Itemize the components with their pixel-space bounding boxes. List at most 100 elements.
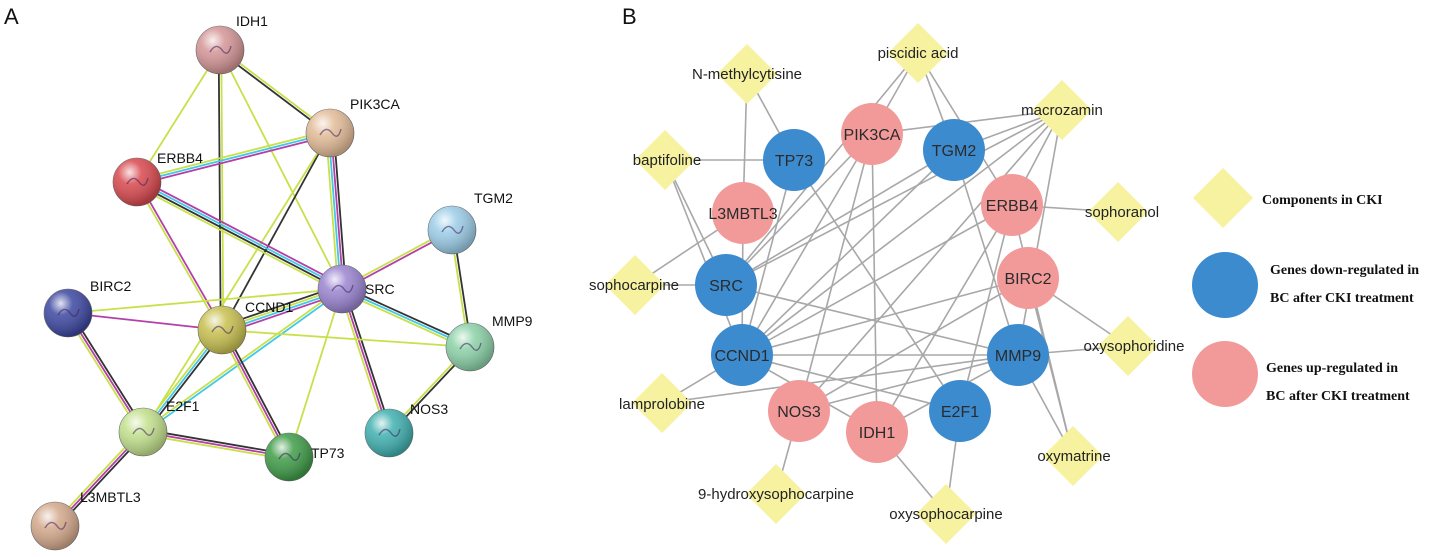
b-gene-down-src: SRC: [695, 254, 757, 316]
a-node-label-tp73: TP73: [311, 445, 345, 461]
b-gene-down-tp73: TP73: [763, 129, 825, 191]
legend-label-gene-up-2: BC after CKI treatment: [1266, 389, 1410, 404]
a-node-highlight-idh1: [196, 26, 244, 74]
b-gene-up-label-erbb4: ERBB4: [986, 198, 1039, 215]
a-node-highlight-erbb4: [113, 158, 161, 206]
b-gene-down-circle-ccnd1: [711, 324, 773, 386]
b-component-label-macrozamin: macrozamin: [1021, 102, 1103, 119]
a-edge-pik3ca-e2f1-yellow: [142, 132, 331, 433]
b-gene-up-circle-l3mbtl3: [712, 182, 774, 244]
a-node-e2f1: E2F1: [118, 398, 200, 457]
a-node-tp73: TP73: [264, 432, 345, 482]
b-gene-up-circle-idh1: [846, 401, 908, 463]
b-component-label-lamprolobine: lamprolobine: [619, 396, 705, 413]
b-edge-pik3ca-idh1: [871, 133, 878, 433]
b-edge-birc2-ccnd1: [741, 277, 1029, 356]
b-edge-pik3ca-nos3: [798, 133, 873, 412]
a-node-highlight-l3mbtl3: [31, 502, 79, 550]
a-node-highlight-birc2: [44, 289, 92, 337]
b-component-label-baptifoline: baptifoline: [633, 152, 701, 169]
a-node-structure-tp73: [278, 452, 301, 461]
b-component-diamond-baptifoline: [635, 130, 695, 190]
b-edge-lamprolobine-mmp9: [661, 354, 1019, 404]
b-component-label-piscidic-acid: piscidic acid: [878, 45, 959, 62]
a-edge-erbb4-src-yellow: [134, 184, 341, 294]
b-gene-up-label-nos3: NOS3: [777, 404, 821, 421]
a-node-highlight-pik3ca: [306, 109, 354, 157]
b-edge-tgm2-mmp9: [953, 149, 1019, 356]
a-edge-birc2-ccnd1-magenta: [67, 312, 223, 331]
a-node-src: SRC: [317, 264, 395, 314]
a-edge-idh1-erbb4-yellow: [136, 49, 221, 183]
a-node-highlight-ccnd1: [198, 306, 246, 354]
legend-symbol-gene-down: [1192, 252, 1258, 318]
b-edge-pik3ca-src: [725, 133, 873, 286]
b-gene-down-label-src: SRC: [709, 278, 743, 295]
b-component-piscidic-acid: piscidic acid: [878, 23, 959, 83]
legend-item-component: Components in CKI: [1193, 168, 1383, 228]
b-edge-birc2-nos3: [798, 277, 1029, 412]
b-component-n-methylcytisine: N-methylcytisine: [692, 44, 802, 104]
a-edge-pik3ca-src-black: [332, 132, 347, 289]
b-component-diamond-lamprolobine: [632, 373, 692, 433]
a-node-structure-birc2: [57, 308, 80, 317]
b-gene-down-circle-tp73: [763, 129, 825, 191]
a-node-structure-ccnd1: [211, 325, 234, 334]
a-node-ccnd1: CCND1: [197, 299, 293, 355]
a-node-label-birc2: BIRC2: [90, 278, 131, 294]
a-node-label-src: SRC: [365, 281, 395, 297]
a-node-label-l3mbtl3: L3MBTL3: [80, 489, 141, 505]
b-gene-up-circle-pik3ca: [841, 103, 903, 165]
b-gene-up-circle-nos3: [768, 380, 830, 442]
a-node-l3mbtl3: L3MBTL3: [30, 489, 141, 551]
b-gene-down-label-ccnd1: CCND1: [714, 348, 769, 365]
a-edge-pik3ca-erbb4-cyan: [136, 132, 331, 183]
a-node-mmp9: MMP9: [445, 313, 533, 372]
a-edge-e2f1-tp73-black: [143, 428, 290, 456]
b-component-oxymatrine: oxymatrine: [1037, 426, 1111, 486]
b-gene-up-label-birc2: BIRC2: [1004, 271, 1051, 288]
b-gene-up-birc2: BIRC2: [997, 247, 1059, 309]
b-component-diamond-sophocarpine: [605, 255, 665, 315]
b-component-label-oxymatrine: oxymatrine: [1037, 448, 1110, 465]
b-edge-tgm2-src: [725, 149, 955, 286]
a-node-birc2: BIRC2: [43, 278, 131, 338]
b-gene-down-label-tgm2: TGM2: [932, 143, 977, 160]
b-edge-tp73-e2f1: [793, 159, 961, 412]
legend-symbol-component: [1193, 168, 1253, 228]
a-node-label-e2f1: E2F1: [166, 398, 200, 414]
b-component-macrozamin: macrozamin: [1021, 80, 1103, 140]
b-gene-down-label-mmp9: MMP9: [995, 348, 1041, 365]
a-node-erbb4: ERBB4: [112, 150, 203, 207]
a-edge-src-e2f1-yellow: [141, 287, 342, 432]
b-gene-down-ccnd1: CCND1: [711, 324, 773, 386]
a-node-highlight-mmp9: [446, 323, 494, 371]
a-edge-src-birc2-yellow: [67, 288, 343, 314]
a-node-structure-erbb4: [126, 177, 149, 186]
a-node-label-tgm2: TGM2: [474, 190, 513, 206]
a-node-structure-mmp9: [459, 342, 482, 351]
a-edge-src-e2f1-cyan: [143, 289, 344, 434]
b-gene-up-label-l3mbtl3: L3MBTL3: [708, 206, 777, 223]
legend-label-gene-down-1: Genes down-regulated in: [1270, 263, 1419, 278]
a-edge-src-nos3-magenta: [341, 288, 390, 434]
a-edge-pik3ca-src-magenta: [330, 132, 345, 289]
a-node-nos3: NOS3: [364, 401, 448, 458]
b-edge-oxymatrine-erbb4: [1011, 204, 1074, 457]
b-edge-src-mmp9: [725, 284, 1019, 356]
b-edge-erbb4-ccnd1: [741, 204, 1013, 356]
b-component-diamond-piscidic-acid: [888, 23, 948, 83]
b-component-lamprolobine: lamprolobine: [619, 373, 705, 433]
b-gene-down-label-tp73: TP73: [775, 153, 813, 170]
a-node-pik3ca: PIK3CA: [305, 96, 400, 158]
a-edge-erbb4-ccnd1-yellow: [135, 182, 222, 332]
b-component-baptifoline: baptifoline: [633, 130, 701, 190]
b-component-diamond-oxysophocarpine: [916, 484, 976, 544]
b-edge-ccnd1-e2f1: [741, 354, 961, 412]
a-edge-idh1-src-yellow: [219, 49, 343, 290]
b-gene-down-circle-e2f1: [929, 380, 991, 442]
b-component-sophocarpine: sophocarpine: [589, 255, 679, 315]
